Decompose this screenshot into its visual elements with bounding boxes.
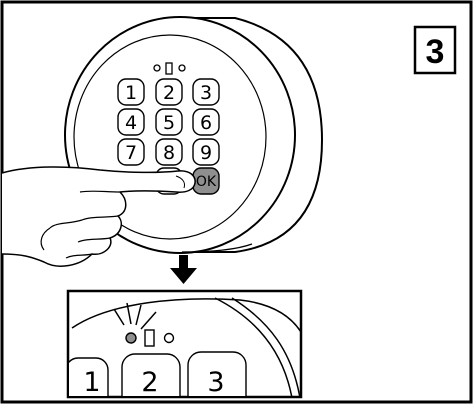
led-off-icon bbox=[163, 332, 175, 344]
svg-text:3: 3 bbox=[200, 82, 212, 104]
led-left-icon bbox=[153, 64, 161, 72]
step-badge: 3 bbox=[413, 25, 457, 75]
svg-text:8: 8 bbox=[163, 142, 175, 164]
detail-key-3: 3 bbox=[187, 351, 247, 398]
svg-text:2: 2 bbox=[141, 367, 158, 398]
detail-zoom-box: 1 2 3 bbox=[66, 289, 303, 399]
key-9[interactable]: 9 bbox=[192, 138, 220, 166]
detail-key-2: 2 bbox=[121, 353, 181, 398]
blink-rays-icon bbox=[113, 302, 157, 330]
svg-text:4: 4 bbox=[125, 112, 137, 134]
led-lit-icon bbox=[125, 332, 137, 344]
led-right-icon bbox=[178, 64, 186, 72]
svg-text:1: 1 bbox=[125, 82, 137, 104]
key-3[interactable]: 3 bbox=[192, 78, 220, 106]
led-bar-icon bbox=[165, 62, 173, 75]
keypad: 1 2 3 4 5 6 7 8 bbox=[117, 78, 220, 195]
svg-text:3: 3 bbox=[207, 367, 224, 398]
key-6[interactable]: 6 bbox=[192, 108, 220, 136]
pointing-hand-icon bbox=[1, 166, 196, 267]
key-ok[interactable]: OK bbox=[192, 167, 220, 195]
svg-text:5: 5 bbox=[163, 112, 175, 134]
status-lights bbox=[153, 62, 186, 75]
led-bar-icon bbox=[144, 329, 155, 347]
svg-text:6: 6 bbox=[200, 112, 212, 134]
svg-text:9: 9 bbox=[200, 142, 212, 164]
detail-key-1: 1 bbox=[69, 357, 109, 398]
svg-text:7: 7 bbox=[125, 142, 137, 164]
key-1[interactable]: 1 bbox=[117, 78, 145, 106]
svg-text:1: 1 bbox=[83, 367, 100, 398]
step-number: 3 bbox=[426, 33, 445, 71]
down-arrow-icon bbox=[170, 255, 197, 284]
key-4[interactable]: 4 bbox=[117, 108, 145, 136]
key-5[interactable]: 5 bbox=[155, 108, 183, 136]
svg-text:OK: OK bbox=[196, 174, 217, 190]
key-8[interactable]: 8 bbox=[155, 138, 183, 166]
key-2[interactable]: 2 bbox=[155, 78, 183, 106]
svg-text:2: 2 bbox=[163, 82, 175, 104]
key-7[interactable]: 7 bbox=[117, 138, 145, 166]
